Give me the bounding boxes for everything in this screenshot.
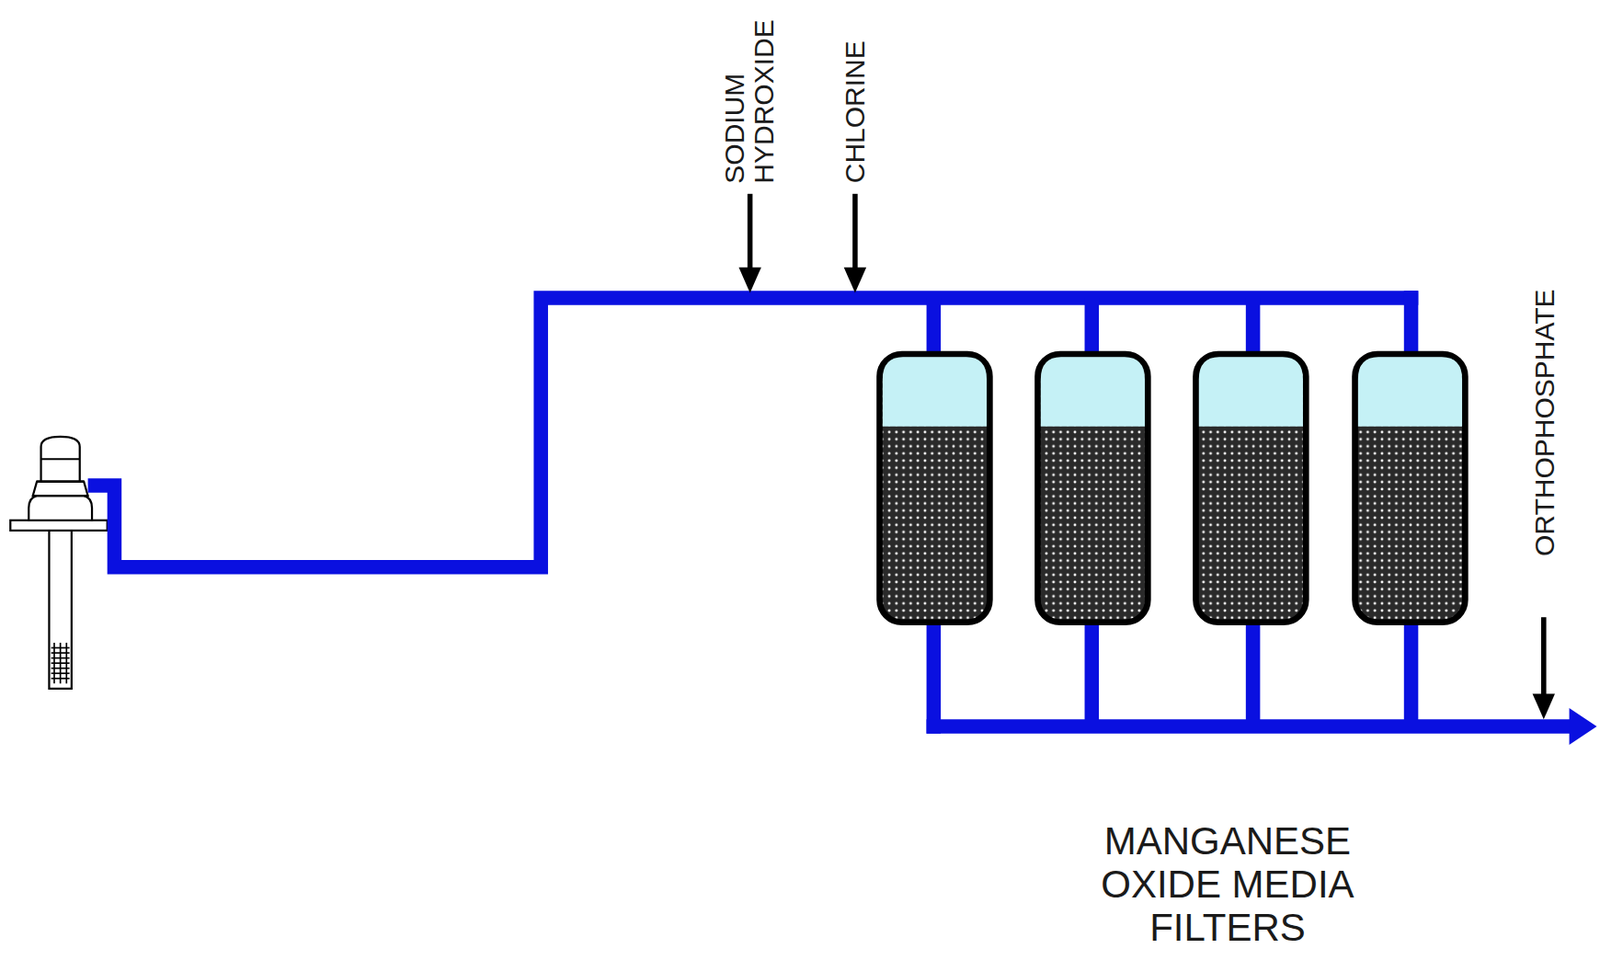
chemical-feed-arrows — [738, 194, 1555, 720]
pipe — [88, 290, 1578, 734]
flow-arrowhead — [1569, 708, 1598, 745]
well-pump-symbol — [10, 436, 107, 689]
chemical-label: SODIUM HYDROXIDE — [720, 19, 778, 183]
filter-caption: MANGANESE OXIDE MEDIA FILTERS — [1089, 819, 1366, 949]
chemical-label: CHLORINE — [840, 41, 870, 184]
chemical-label: ORTHOPHOSPHATE — [1529, 288, 1559, 557]
filter-vessels — [880, 354, 1466, 623]
